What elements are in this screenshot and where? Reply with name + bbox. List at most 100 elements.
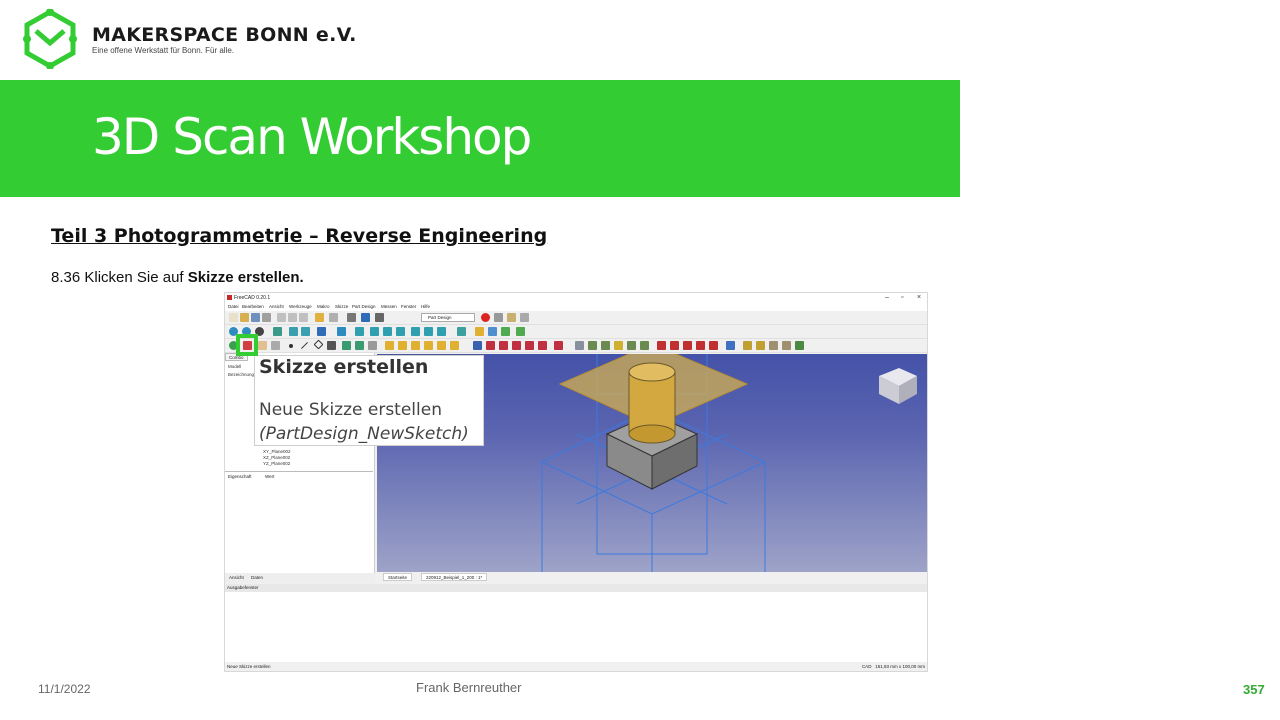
fit-selection-icon[interactable] xyxy=(242,327,251,336)
macro-stop-icon[interactable] xyxy=(494,313,503,322)
group-icon[interactable] xyxy=(488,327,497,336)
clone-icon[interactable] xyxy=(355,341,364,350)
whats-this-icon[interactable] xyxy=(375,313,384,322)
view-left-icon[interactable] xyxy=(437,327,446,336)
draft-icon[interactable] xyxy=(657,341,666,350)
link-actions-icon[interactable] xyxy=(516,327,525,336)
subtractive-pipe-icon[interactable] xyxy=(525,341,534,350)
menu-messen[interactable]: Messen xyxy=(381,304,397,309)
menu-skizze[interactable]: Skizze xyxy=(335,304,349,309)
menu-ansicht[interactable]: Ansicht xyxy=(269,304,284,309)
tree-model-tab[interactable]: Modell xyxy=(228,364,242,369)
chamfer-icon[interactable] xyxy=(640,341,649,350)
multitransform-icon[interactable] xyxy=(614,341,623,350)
tab-daten[interactable]: Daten xyxy=(251,575,264,580)
helix-icon[interactable] xyxy=(437,341,446,350)
revolution-icon[interactable] xyxy=(398,341,407,350)
save-icon[interactable] xyxy=(251,313,260,322)
macro-record-icon[interactable] xyxy=(481,313,490,322)
tab-startseite[interactable]: Startseite xyxy=(383,573,413,581)
groove-icon[interactable] xyxy=(499,341,508,350)
view-iso-icon[interactable] xyxy=(355,327,364,336)
copy-icon[interactable] xyxy=(288,313,297,322)
measure-clear-icon[interactable] xyxy=(782,341,791,350)
polar-pattern-icon[interactable] xyxy=(601,341,610,350)
tree-item-yz-plane[interactable]: YZ_Plane002 xyxy=(263,461,291,466)
menu-hilfe[interactable]: Hilfe xyxy=(421,304,431,309)
validate-sketch-icon[interactable] xyxy=(258,341,267,350)
additive-primitive-icon[interactable] xyxy=(450,341,459,350)
shape-binder-icon[interactable] xyxy=(342,341,351,350)
subtractive-helix-icon[interactable] xyxy=(538,341,547,350)
redo-icon[interactable] xyxy=(329,313,338,322)
paste-icon[interactable] xyxy=(299,313,308,322)
pipe-icon[interactable] xyxy=(424,341,433,350)
line-icon[interactable] xyxy=(300,341,309,350)
menu-makro[interactable]: Makro xyxy=(317,304,330,309)
nav-style[interactable]: CAD xyxy=(861,664,872,669)
subtractive-loft-icon[interactable] xyxy=(512,341,521,350)
subshape-binder-icon[interactable] xyxy=(368,341,377,350)
subtractive-primitive-icon[interactable] xyxy=(554,341,563,350)
mirrored-icon[interactable] xyxy=(575,341,584,350)
macro-run-icon[interactable] xyxy=(520,313,529,322)
tab-ansicht[interactable]: Ansicht xyxy=(229,575,244,580)
recompute-icon[interactable] xyxy=(361,313,370,322)
tab-document[interactable]: 220912_Beispiel_1_200 : 1* xyxy=(421,573,488,581)
view-rear-icon[interactable] xyxy=(411,327,420,336)
hole-icon[interactable] xyxy=(486,341,495,350)
macro-edit-icon[interactable] xyxy=(507,313,516,322)
polyline-icon[interactable] xyxy=(313,339,324,350)
workbench-selector[interactable]: Part Design xyxy=(421,313,475,322)
menu-part-design[interactable]: Part Design xyxy=(352,304,376,309)
thickness-icon[interactable] xyxy=(670,341,679,350)
pocket-icon[interactable] xyxy=(473,341,482,350)
view-front-icon[interactable] xyxy=(370,327,379,336)
tree-item-xy-plane[interactable]: XY_Plane002 xyxy=(263,449,291,454)
minimize-icon[interactable]: – xyxy=(885,294,889,301)
view-top-icon[interactable] xyxy=(383,327,392,336)
measure-angular-icon[interactable] xyxy=(756,341,765,350)
view-bottom-icon[interactable] xyxy=(424,327,433,336)
measure-refresh-icon[interactable] xyxy=(769,341,778,350)
save-as-icon[interactable] xyxy=(262,313,271,322)
point-icon[interactable] xyxy=(289,344,293,348)
tree-item-xz-plane[interactable]: XZ_Plane002 xyxy=(263,455,291,460)
shaft-wizard-icon[interactable] xyxy=(726,341,735,350)
maximize-icon[interactable]: ▫ xyxy=(901,294,904,301)
draw-style-icon[interactable] xyxy=(255,327,264,336)
datum-icon[interactable] xyxy=(327,341,336,350)
close-icon[interactable]: × xyxy=(917,294,922,301)
part-icon[interactable] xyxy=(475,327,484,336)
menu-bearbeiten[interactable]: Bearbeiten xyxy=(242,304,264,309)
view-right-icon[interactable] xyxy=(396,327,405,336)
cut-icon[interactable] xyxy=(277,313,286,322)
nav-back-icon[interactable] xyxy=(289,327,298,336)
sketch-map-icon[interactable] xyxy=(271,341,280,350)
create-body-icon[interactable] xyxy=(229,341,238,350)
link-icon[interactable] xyxy=(501,327,510,336)
boolean-icon[interactable] xyxy=(683,341,692,350)
new-sketch-icon[interactable] xyxy=(243,341,252,350)
menu-fenster[interactable]: Fenster xyxy=(401,304,417,309)
sprocket-icon[interactable] xyxy=(709,341,718,350)
zoom-icon[interactable] xyxy=(337,327,346,336)
fit-all-icon[interactable] xyxy=(229,327,238,336)
undo-icon[interactable] xyxy=(315,313,324,322)
involute-gear-icon[interactable] xyxy=(696,341,705,350)
bounding-box-icon[interactable] xyxy=(273,327,282,336)
open-file-icon[interactable] xyxy=(240,313,249,322)
new-file-icon[interactable] xyxy=(229,313,238,322)
nav-forward-icon[interactable] xyxy=(301,327,310,336)
fillet-icon[interactable] xyxy=(627,341,636,350)
linear-pattern-icon[interactable] xyxy=(588,341,597,350)
loft-icon[interactable] xyxy=(411,341,420,350)
measure-icon[interactable] xyxy=(457,327,466,336)
measure-linear-icon[interactable] xyxy=(743,341,752,350)
refresh-icon[interactable] xyxy=(347,313,356,322)
pad-icon[interactable] xyxy=(385,341,394,350)
menu-werkzeuge[interactable]: Werkzeuge xyxy=(289,304,312,309)
menu-datei[interactable]: Datei xyxy=(228,304,239,309)
std-views-icon[interactable] xyxy=(317,327,326,336)
measure-toggle-icon[interactable] xyxy=(795,341,804,350)
